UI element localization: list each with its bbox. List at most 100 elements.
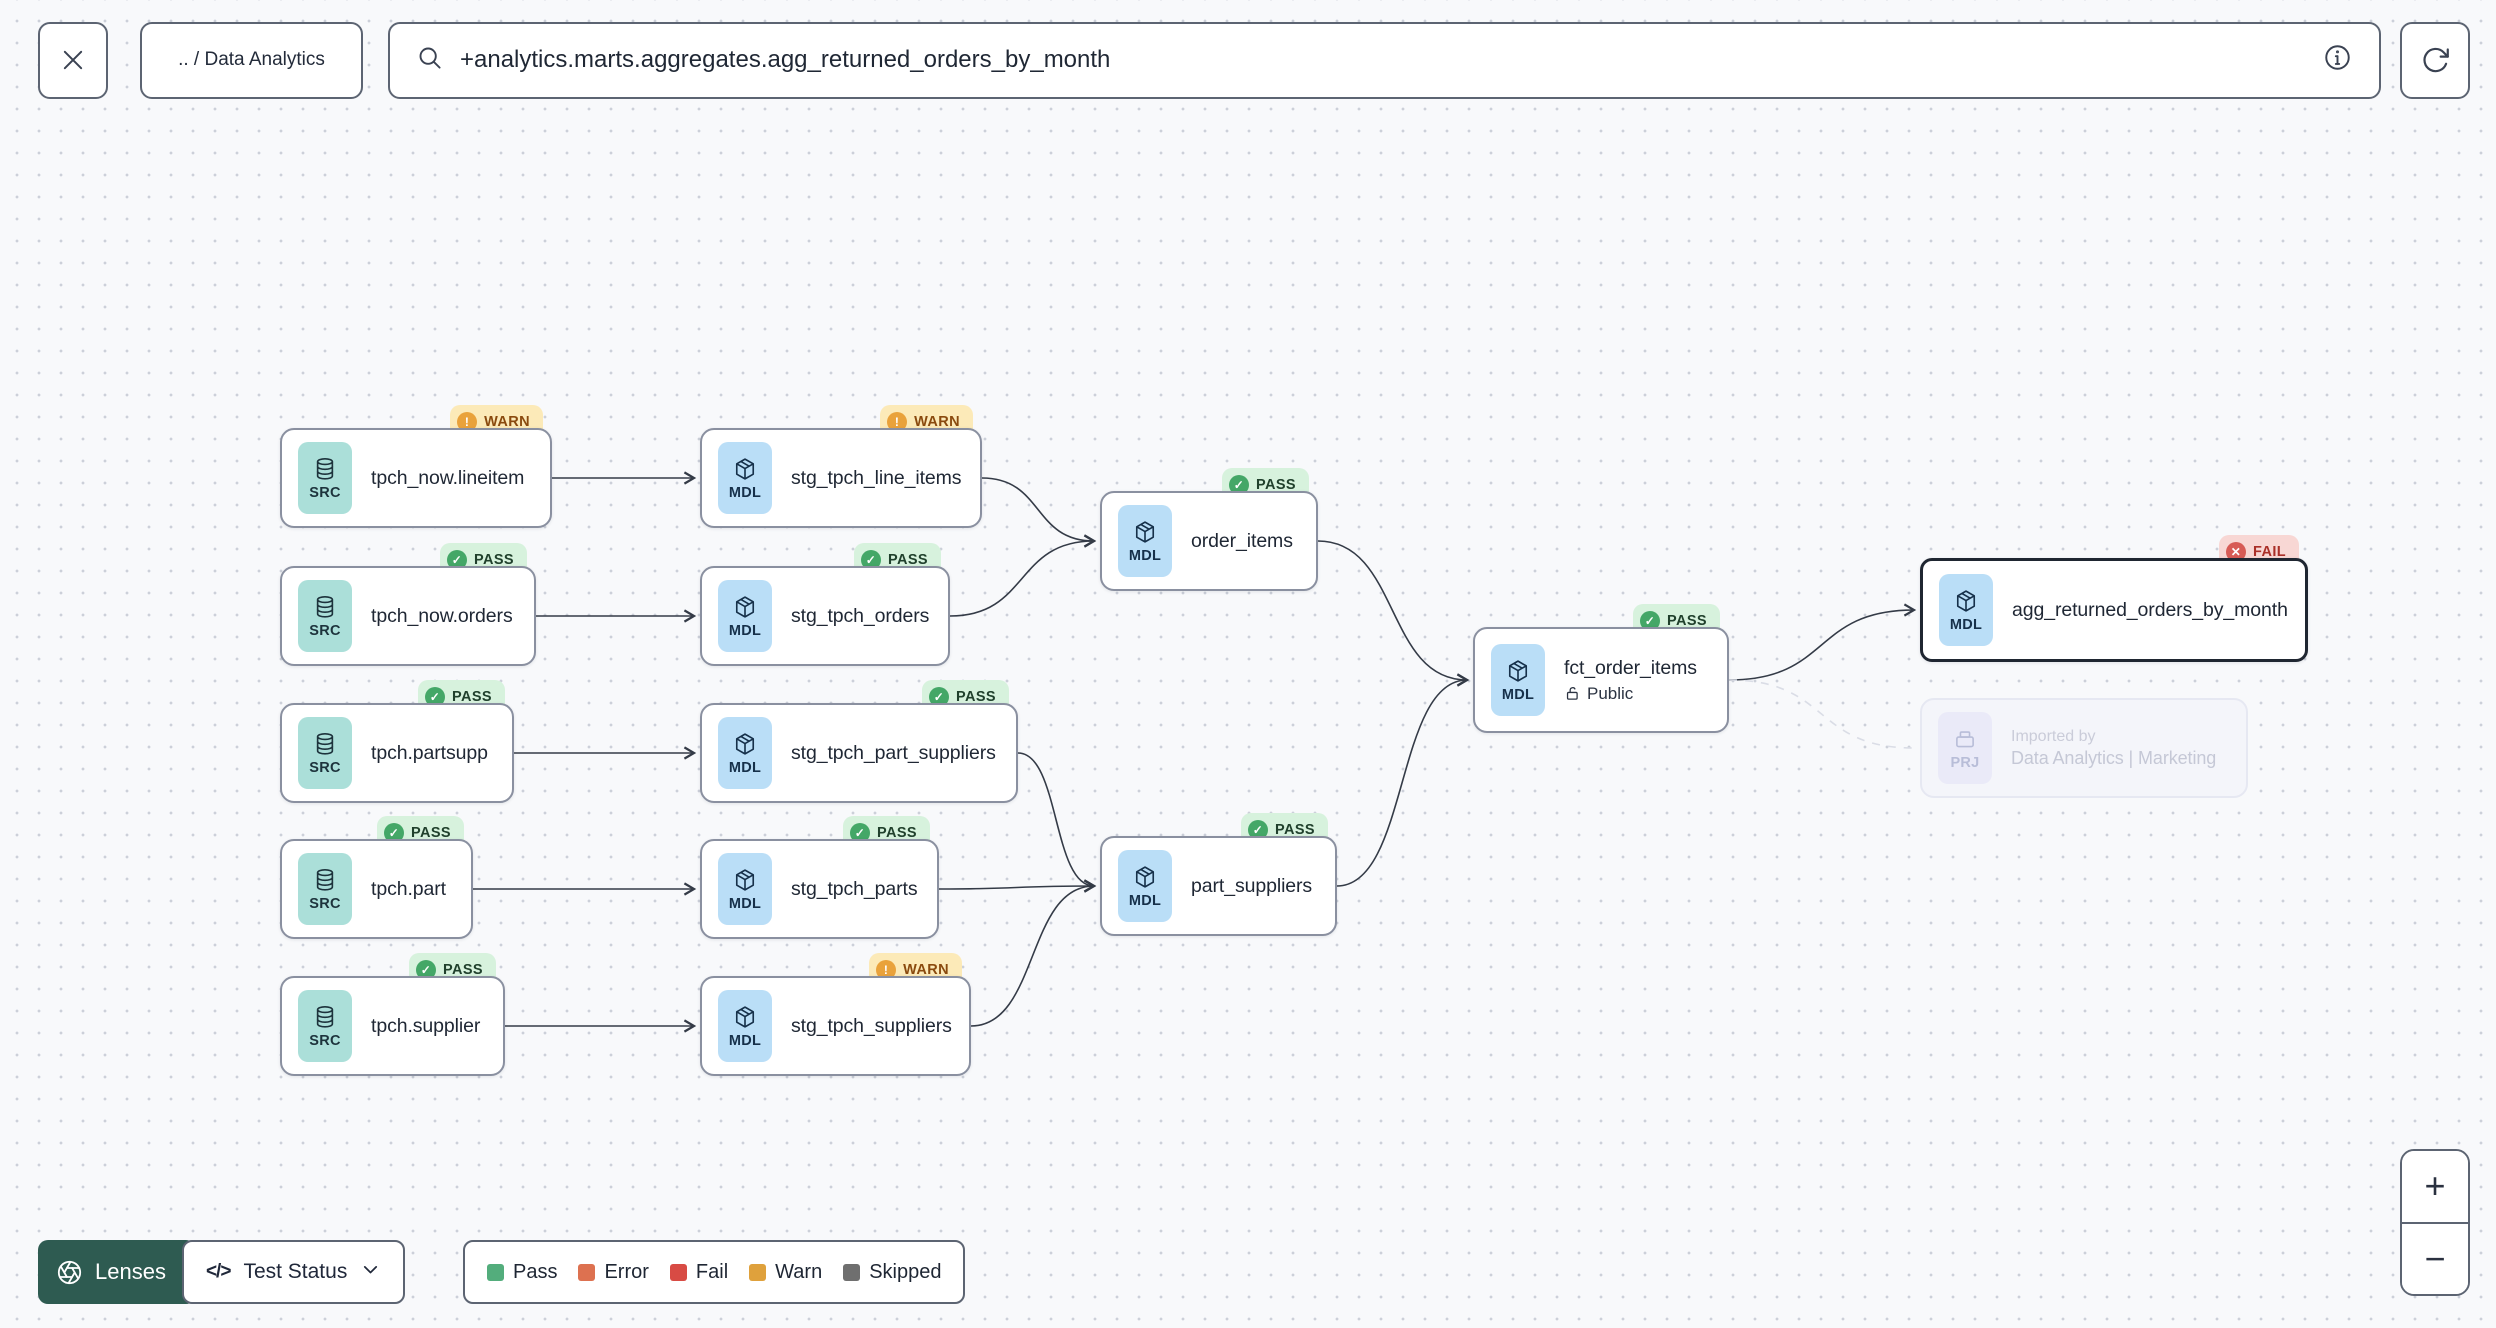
zoom-in-button[interactable]: +	[2402, 1151, 2468, 1222]
breadcrumb[interactable]: .. / Data Analytics	[140, 21, 363, 99]
node-type-label: MDL	[728, 895, 762, 912]
node-label: stg_tpch_line_items	[791, 466, 962, 489]
node-type-chip: SRC	[298, 853, 352, 925]
zoom-divider	[2402, 1221, 2468, 1224]
node-type-chip: SRC	[298, 990, 352, 1062]
node-body: MDL part_suppliers	[1100, 836, 1337, 936]
close-icon	[59, 46, 87, 74]
search-bar[interactable]	[388, 21, 2381, 99]
node-stg_tpch_orders[interactable]: ✓ PASS MDL stg_tpch_orders	[700, 543, 950, 666]
legend-swatch-fail	[669, 1263, 687, 1281]
status-label: PASS	[1255, 476, 1296, 493]
node-body: MDL agg_returned_orders_by_month	[1920, 558, 2308, 662]
check-circle-icon: ✓	[1247, 819, 1268, 840]
status-label: PASS	[887, 551, 928, 568]
node-type-chip: MDL	[1118, 505, 1172, 577]
node-stg_tpch_line_items[interactable]: ! WARN MDL stg_tpch_line_items	[700, 405, 982, 528]
legend-swatch-pass	[487, 1263, 504, 1281]
node-label: agg_returned_orders_by_month	[2012, 598, 2288, 621]
node-type-label: SRC	[309, 759, 341, 776]
status-label: WARN	[484, 413, 530, 430]
node-stg_tpch_suppliers[interactable]: ! WARN MDL stg_tpch_suppliers	[700, 953, 971, 1076]
status-label: PASS	[410, 824, 451, 841]
zoom-out-button[interactable]: −	[2402, 1223, 2468, 1294]
edge-part_suppliers-to-fct_order_items	[1336, 673, 1470, 887]
node-type-label: MDL	[728, 759, 762, 776]
node-type-label: MDL	[728, 1032, 762, 1049]
node-label: Data Analytics | Marketing	[2011, 747, 2217, 768]
node-type-label: MDL	[1501, 686, 1535, 703]
node-tpch_part[interactable]: ✓ PASS SRC tpch.part	[280, 816, 473, 939]
legend-item-error: Error	[578, 1260, 649, 1284]
node-label: tpch_now.lineitem	[371, 466, 525, 489]
check-circle-icon: ✓	[424, 686, 445, 707]
legend-label: Skipped	[869, 1260, 942, 1283]
topbar: .. / Data Analytics	[0, 0, 2496, 120]
legend-item-skipped: Skipped	[843, 1261, 941, 1284]
node-stg_tpch_part_suppliers[interactable]: ✓ PASS MDL stg_tpch_part_suppliers	[700, 680, 1018, 803]
edge-stg_tpch_part_suppliers-to-part_suppliers	[1017, 752, 1097, 893]
node-type-label: SRC	[309, 1032, 341, 1049]
node-body: SRC tpch.supplier	[280, 976, 505, 1076]
model-cube-icon	[732, 594, 758, 620]
lens-selector[interactable]: </> Test Status	[181, 1240, 406, 1304]
legend-swatch-error	[578, 1263, 596, 1281]
status-label: PASS	[451, 688, 492, 705]
node-type-chip: SRC	[298, 580, 352, 652]
model-cube-icon	[1953, 588, 1979, 614]
node-tpch_now_orders[interactable]: ✓ PASS SRC tpch_now.orders	[280, 543, 536, 666]
close-button[interactable]	[38, 21, 108, 99]
model-cube-icon	[732, 731, 758, 757]
lenses-button[interactable]: Lenses	[38, 1240, 196, 1304]
x-circle-icon: ✕	[2225, 541, 2246, 562]
node-type-chip: MDL	[1491, 644, 1545, 716]
model-cube-icon	[732, 456, 758, 482]
lenses-label: Lenses	[95, 1259, 166, 1284]
access-label: Public	[1587, 683, 1634, 703]
info-icon[interactable]	[2322, 42, 2353, 78]
edge-fct_order_items-to-imported_by_project	[1728, 679, 1915, 749]
edge-stg_tpch_orders-to-order_items	[949, 534, 1097, 617]
node-order_items[interactable]: ✓ PASS MDL order_items	[1100, 468, 1318, 591]
node-type-label: MDL	[728, 622, 762, 639]
node-tpch_supplier[interactable]: ✓ PASS SRC tpch.supplier	[280, 953, 505, 1076]
node-stg_tpch_parts[interactable]: ✓ PASS MDL stg_tpch_parts	[700, 816, 939, 939]
status-label: FAIL	[2252, 543, 2286, 560]
status-label: PASS	[442, 961, 483, 978]
refresh-icon	[2420, 45, 2451, 76]
node-label: stg_tpch_parts	[791, 877, 918, 900]
node-agg_returned_orders_by_month[interactable]: ✕ FAIL MDL agg_returned_orders_by_month	[1920, 535, 2308, 662]
model-cube-icon	[1132, 519, 1158, 545]
status-label: PASS	[876, 824, 917, 841]
model-cube-icon	[732, 1004, 758, 1030]
check-circle-icon: ✓	[928, 686, 949, 707]
legend-item-warn: Warn	[749, 1261, 822, 1284]
refresh-button[interactable]	[2400, 21, 2470, 99]
node-type-chip: MDL	[718, 717, 772, 789]
node-body: MDL stg_tpch_part_suppliers	[700, 703, 1018, 803]
node-subtitle: Imported by	[2011, 727, 2096, 745]
node-part_suppliers[interactable]: ✓ PASS MDL part_suppliers	[1100, 813, 1337, 936]
node-type-chip: MDL	[718, 853, 772, 925]
search-input[interactable]	[460, 46, 2305, 74]
node-access: Public	[1564, 684, 1697, 704]
zoom-controls: + −	[2400, 1149, 2470, 1296]
node-type-chip: MDL	[718, 442, 772, 514]
lens-controls: Lenses </> Test Status	[38, 1240, 406, 1304]
edge-stg_tpch_parts-to-part_suppliers	[938, 879, 1097, 893]
database-icon	[312, 456, 338, 482]
chevron-down-icon	[360, 1259, 381, 1286]
breadcrumb-label: .. / Data Analytics	[178, 49, 325, 70]
node-type-chip: MDL	[1118, 850, 1172, 922]
node-tpch_now_lineitem[interactable]: ! WARN SRC tpch_now.lineitem	[280, 405, 552, 528]
database-icon	[312, 1004, 338, 1030]
node-tpch_partsupp[interactable]: ✓ PASS SRC tpch.partsupp	[280, 680, 514, 803]
model-cube-icon	[1132, 864, 1158, 890]
legend-label: Error	[604, 1260, 649, 1283]
node-label: stg_tpch_orders	[791, 604, 930, 627]
aperture-icon	[56, 1259, 83, 1286]
check-circle-icon: ✓	[849, 822, 870, 843]
node-fct_order_items[interactable]: ✓ PASS MDL fct_order_items Public	[1473, 604, 1729, 733]
node-body: SRC tpch.part	[280, 839, 473, 939]
